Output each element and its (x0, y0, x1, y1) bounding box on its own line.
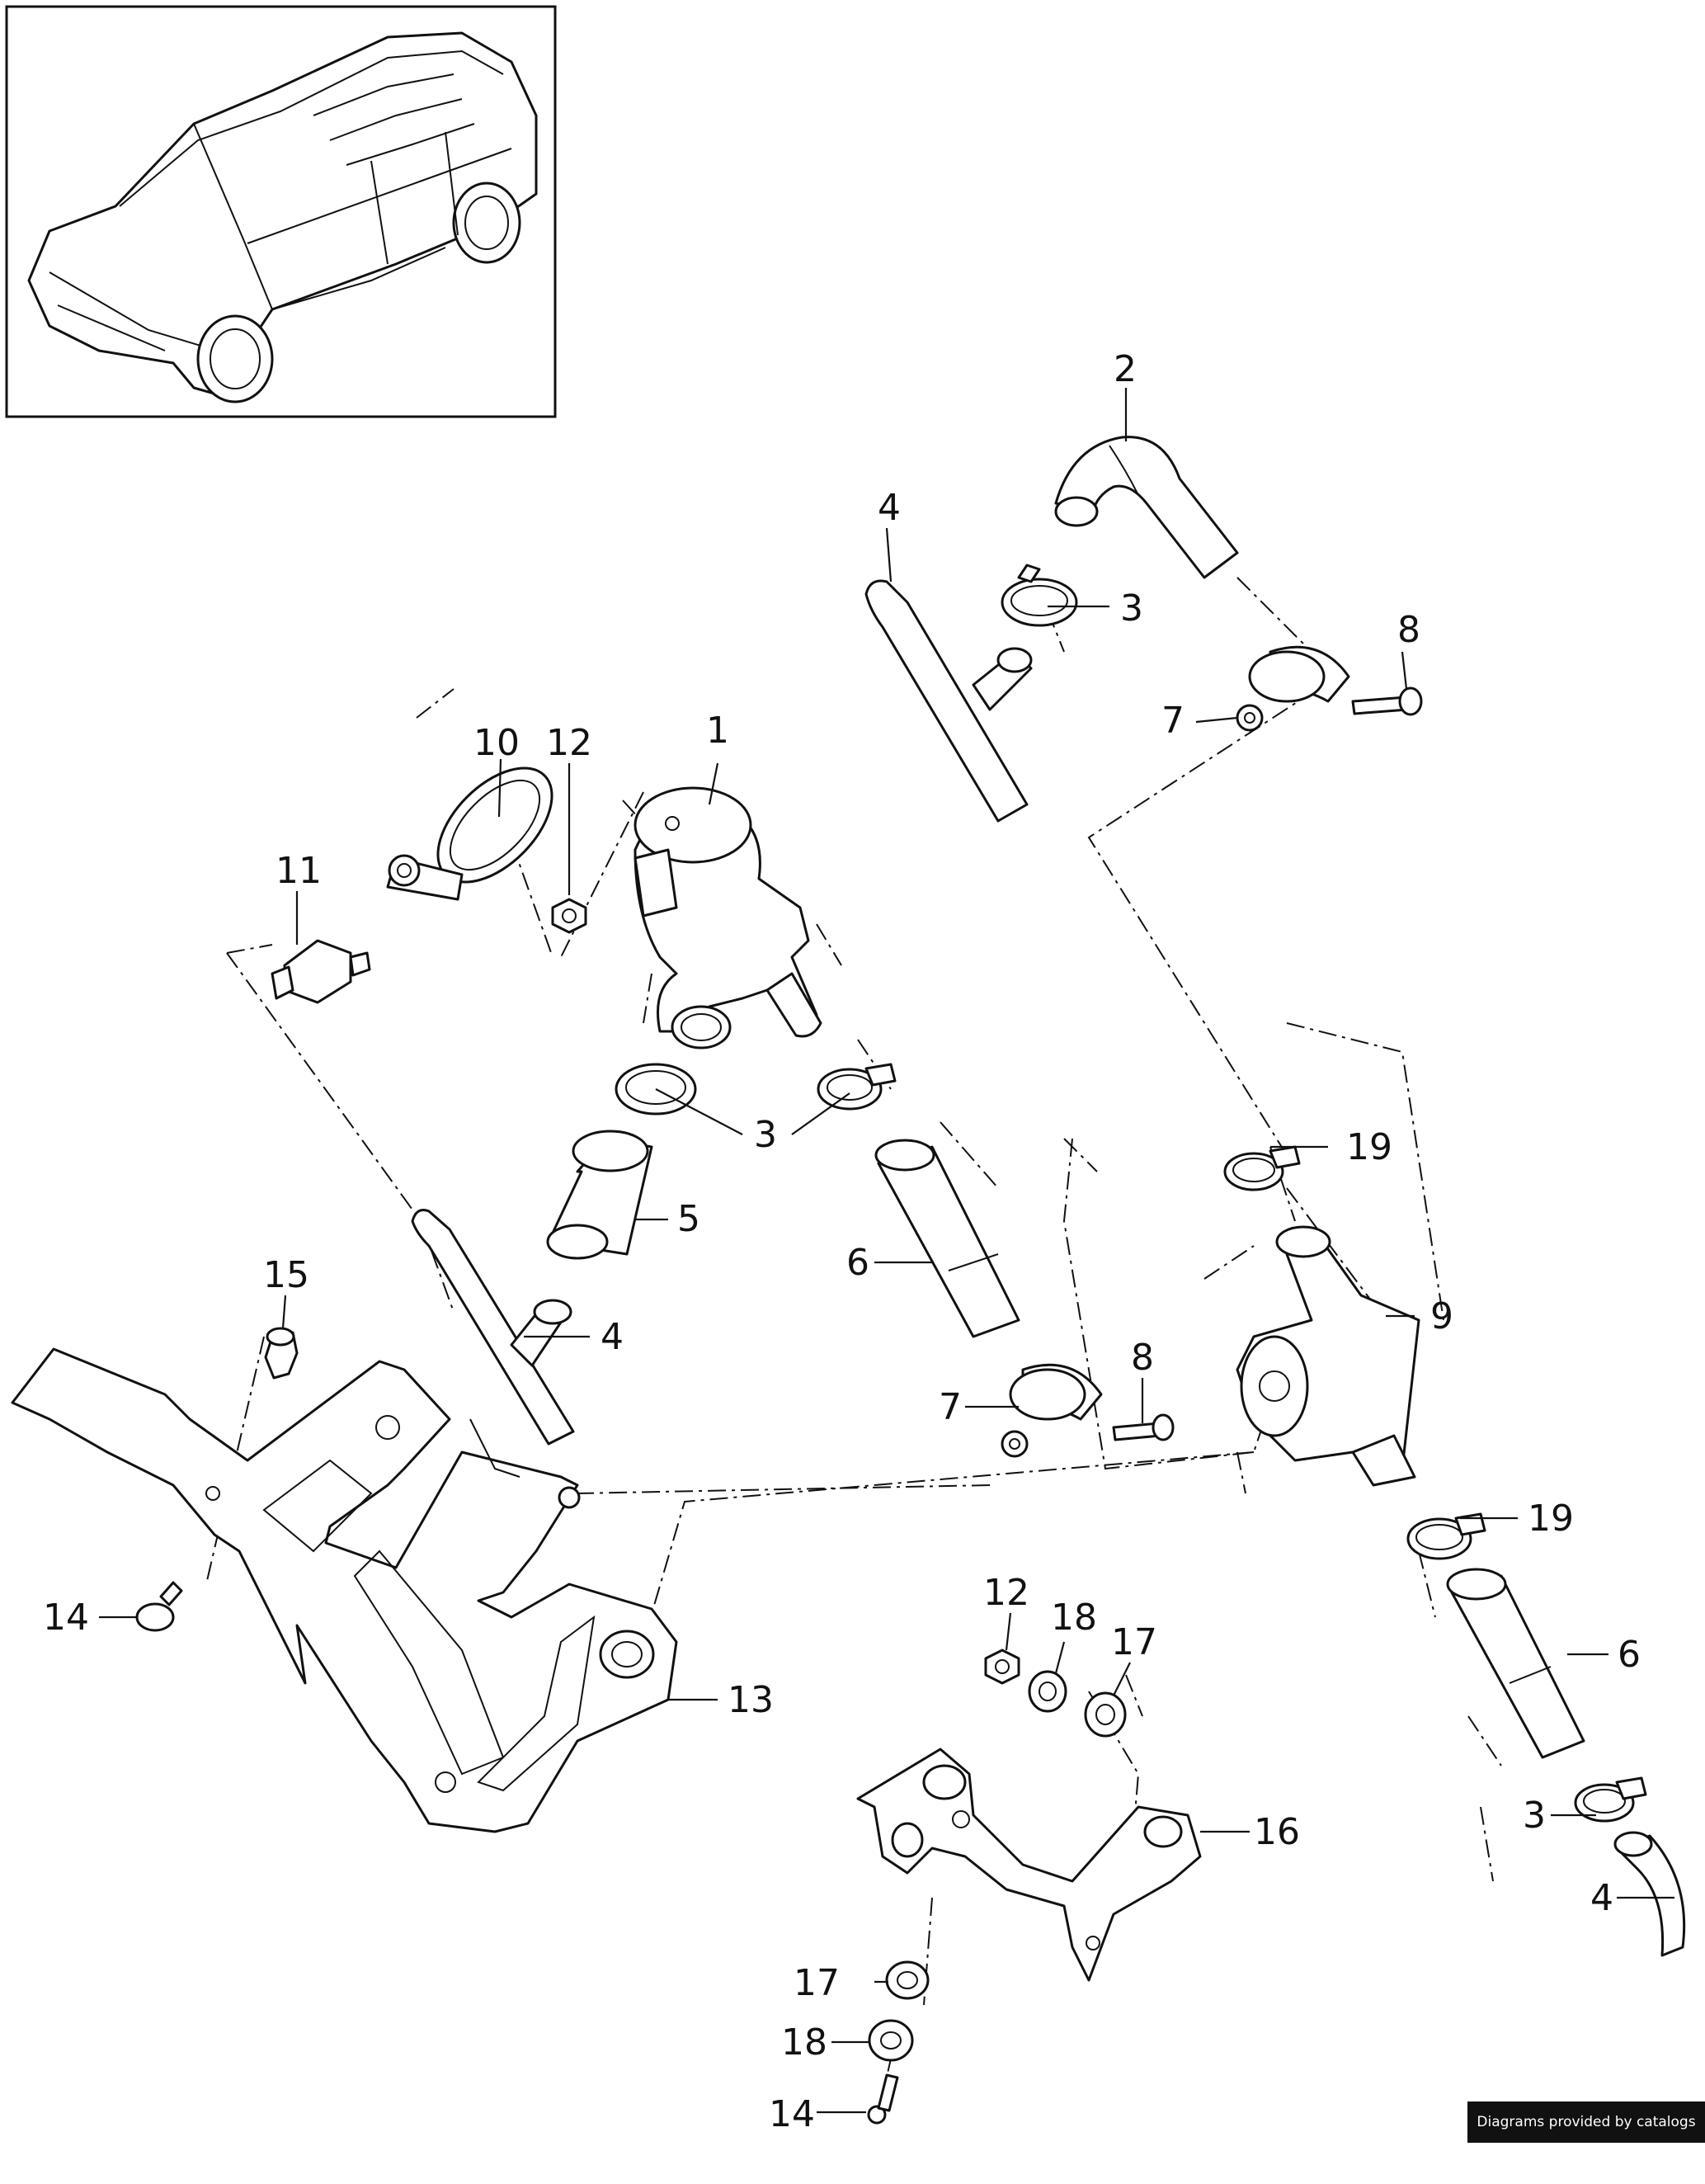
bracket-10 (386, 767, 553, 901)
grommet-17-lower (885, 1960, 930, 2000)
valve-9 (1236, 1225, 1420, 1487)
callout-4-middle: 4 (601, 1316, 624, 1358)
nut-12-lower (984, 1649, 1020, 1685)
bolt-8-top (1351, 686, 1423, 716)
vehicle-thumbnail (5, 5, 557, 418)
hose-6-middle (874, 1139, 1020, 1338)
callout-9: 9 (1430, 1295, 1453, 1337)
callout-18-lower: 18 (781, 2021, 827, 2064)
clamp-3-middle-right (817, 1063, 897, 1111)
bracket-13 (11, 1347, 678, 1833)
screw-14-upper (135, 1581, 183, 1632)
pipe-4-middle (411, 1209, 575, 1446)
callout-3-lower: 3 (1523, 1795, 1546, 1837)
hose-5 (546, 1130, 653, 1260)
hose-6-lower (1446, 1568, 1585, 1759)
callout-13: 13 (728, 1679, 774, 1721)
leader-lines (99, 388, 1674, 2114)
callout-2: 2 (1114, 348, 1137, 390)
callout-4-lower: 4 (1590, 1877, 1613, 1919)
callout-10: 10 (473, 722, 520, 764)
callout-3-middle: 3 (754, 1114, 777, 1156)
pump-1 (633, 786, 822, 1050)
bolt-8-middle (1112, 1413, 1175, 1441)
callout-16: 16 (1254, 1811, 1300, 1853)
nut-12-top (551, 898, 587, 934)
callout-8-middle: 8 (1131, 1337, 1154, 1379)
clamp-7-middle (1001, 1363, 1103, 1458)
callout-3-top: 3 (1120, 587, 1143, 630)
callout-14-upper: 14 (43, 1597, 89, 1639)
clamp-7-top (1236, 645, 1350, 732)
clamp-3-lower (1574, 1776, 1647, 1823)
callout-4-top: 4 (878, 487, 901, 529)
callout-19-lower: 19 (1528, 1498, 1574, 1540)
grommet-17-upper (1084, 1691, 1127, 1738)
callout-12-lower: 12 (983, 1572, 1029, 1614)
callout-17-lower: 17 (794, 1962, 840, 2004)
callout-6-middle: 6 (846, 1242, 869, 1284)
callout-14-lower: 14 (769, 2093, 815, 2135)
clamp-3-top (1001, 564, 1078, 627)
pipe-4-top (864, 579, 1033, 823)
callout-19-top: 19 (1346, 1126, 1392, 1168)
callout-6-lower: 6 (1618, 1634, 1641, 1676)
callout-18-upper: 18 (1051, 1597, 1097, 1639)
callout-17-upper: 17 (1111, 1621, 1157, 1663)
grommet-18-lower (868, 2019, 914, 2062)
callout-7-top: 7 (1161, 700, 1185, 742)
callout-12-top: 12 (546, 722, 592, 764)
grommet-18-upper (1028, 1670, 1067, 1713)
clamp-19-lower (1406, 1512, 1486, 1560)
callout-1: 1 (706, 710, 729, 752)
sensor-11 (271, 939, 371, 1004)
bracket-16 (856, 1748, 1202, 1982)
bolt-15 (264, 1327, 299, 1380)
pipe-4-lower (1613, 1831, 1686, 1957)
hose-2 (1054, 436, 1239, 579)
callout-labels: 2 4 3 8 7 1 10 12 11 3 5 4 6 8 7 19 9 19… (43, 348, 1641, 2135)
callout-11: 11 (276, 850, 322, 892)
screw-14-lower (867, 2073, 899, 2125)
callout-5: 5 (677, 1198, 700, 1240)
credit-banner: Diagrams provided by catalogs parts (1467, 2101, 1705, 2172)
clamp-19-top (1223, 1145, 1301, 1191)
callout-15: 15 (263, 1254, 309, 1296)
callout-7-middle: 7 (939, 1386, 962, 1428)
callout-8-top: 8 (1397, 609, 1420, 651)
